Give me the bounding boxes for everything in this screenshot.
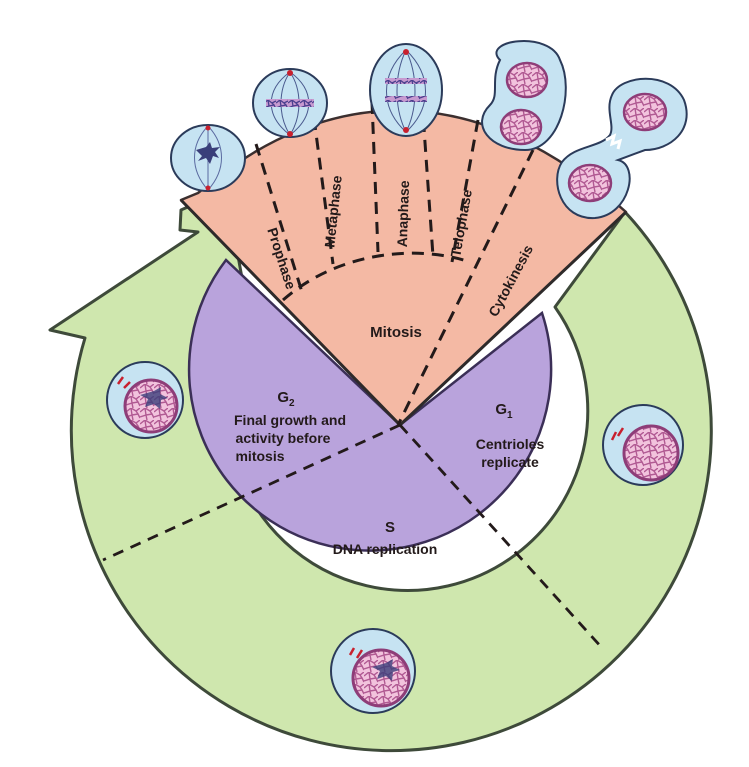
s-line1: DNA replication [333, 541, 438, 557]
s-cell [331, 629, 415, 713]
s-title: S [385, 519, 395, 536]
prophase-cell [171, 125, 245, 191]
g2-line1: Final growth and [234, 412, 346, 428]
anaphase-cell [370, 44, 442, 136]
anaphase-label: Anaphase [394, 180, 412, 248]
metaphase-cell [253, 69, 327, 137]
g2-line3: mitosis [235, 448, 284, 464]
g2-line2: activity before [236, 430, 331, 446]
cytokinesis-cells [557, 79, 687, 218]
mitosis-label: Mitosis [370, 324, 422, 341]
g1-line1: Centrioles [476, 436, 545, 452]
telophase-cell [482, 41, 566, 150]
g1-line2: replicate [481, 454, 539, 470]
g1-cell [603, 405, 683, 485]
g2-cell [107, 362, 183, 438]
